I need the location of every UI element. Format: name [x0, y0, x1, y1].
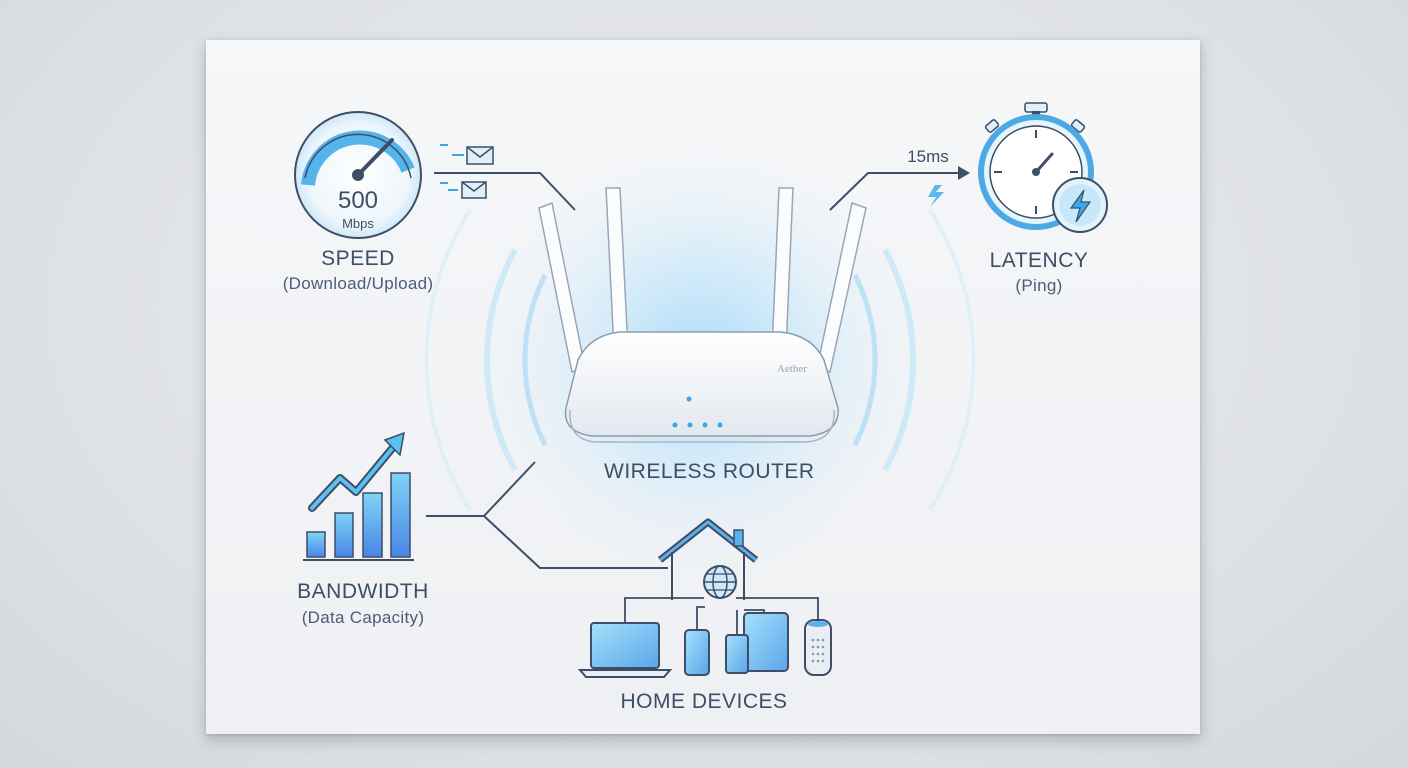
laptop-icon [577, 622, 673, 678]
envelope-icon [440, 181, 487, 199]
router-antenna [816, 202, 867, 373]
bandwidth-title: BANDWIDTH [297, 580, 429, 603]
latency-subtitle: (Ping) [1015, 276, 1063, 295]
globe-icon [703, 565, 737, 599]
latency-arrow-head [958, 166, 970, 180]
speed-value: 500 [338, 187, 378, 214]
connection-lines [426, 172, 958, 569]
lightning-icon [928, 185, 944, 207]
bandwidth-chart-icon [303, 431, 414, 561]
speed-to-router-line [434, 172, 576, 211]
tablet-icon [743, 612, 789, 672]
bandwidth-to-home-line [426, 515, 668, 569]
bandwidth-to-router-line [483, 461, 536, 517]
router-to-latency-line [829, 172, 958, 211]
device-connections [624, 597, 819, 635]
router-brand: Aether [777, 363, 807, 375]
router-status-leds [672, 396, 723, 428]
data-packets [440, 144, 494, 199]
bandwidth-subtitle: (Data Capacity) [301, 608, 425, 627]
smartphone-icon [725, 634, 749, 674]
speed-title: SPEED [321, 247, 395, 270]
router-title: WIRELESS ROUTER [604, 460, 815, 483]
latency-value: 15ms [907, 147, 949, 166]
envelope-icon [440, 144, 494, 165]
smartphone-icon [684, 629, 710, 676]
speed-subtitle: (Download/Upload) [282, 274, 434, 293]
home-devices-title: HOME DEVICES [620, 690, 788, 713]
trend-arrow-icon [383, 431, 405, 457]
home-icon [657, 518, 759, 600]
wireless-router [538, 187, 867, 443]
speed-unit: Mbps [342, 216, 374, 231]
lightning-badge-icon [1052, 177, 1108, 233]
smart-speaker-icon [804, 619, 832, 676]
latency-title: LATENCY [989, 249, 1089, 272]
speedometer-icon [294, 111, 422, 239]
